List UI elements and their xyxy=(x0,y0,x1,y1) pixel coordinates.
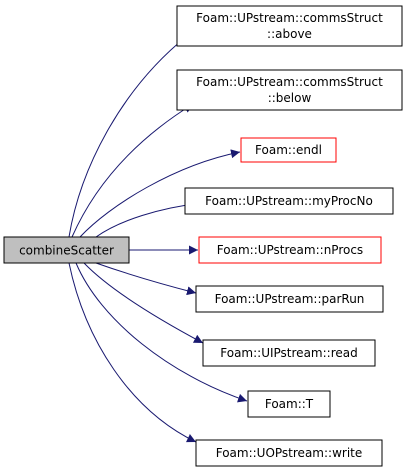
root-node-box xyxy=(3,236,130,264)
edge-to-t xyxy=(75,262,248,403)
node-box xyxy=(195,285,384,313)
node-label-line-1: Foam::UOPstream::write xyxy=(216,446,363,460)
node-label-line-1: Foam::UPstream::commsStruct xyxy=(196,75,383,89)
node-box xyxy=(176,5,403,47)
root-node-label: combineScatter xyxy=(19,244,114,258)
edge-to-commsstruct-above xyxy=(68,35,188,238)
node-nprocs[interactable]: Foam::UPstream::nProcs xyxy=(198,236,382,264)
node-box xyxy=(195,439,383,467)
node-myprocno[interactable]: Foam::UPstream::myProcNo xyxy=(184,187,394,215)
node-box xyxy=(202,339,376,367)
node-label-line-2: ::above xyxy=(267,27,312,41)
node-parrun[interactable]: Foam::UPstream::parRun xyxy=(195,285,384,313)
node-label-line-1: Foam::UIPstream::read xyxy=(220,346,357,360)
node-box xyxy=(198,236,382,264)
node-uopstream-write[interactable]: Foam::UOPstream::write xyxy=(195,439,383,467)
edge-to-read xyxy=(83,262,204,344)
node-commsstruct-above[interactable]: Foam::UPstream::commsStruct ::above xyxy=(176,5,403,47)
edge-to-write xyxy=(68,262,197,443)
edge-to-parrun xyxy=(95,262,197,296)
node-box xyxy=(247,390,331,418)
edge-to-commsstruct-below xyxy=(71,103,194,238)
node-label-line-1: Foam::UPstream::nProcs xyxy=(217,243,363,257)
call-edges xyxy=(68,35,248,443)
node-box xyxy=(176,69,403,111)
node-t[interactable]: Foam::T xyxy=(247,390,331,418)
node-label-line-2: ::below xyxy=(268,91,312,105)
node-label-line-1: Foam::UPstream::myProcNo xyxy=(205,194,373,208)
edge-to-endl xyxy=(79,149,241,238)
node-label-line-1: Foam::T xyxy=(265,397,314,411)
root-node-combinescatter[interactable]: combineScatter xyxy=(3,236,130,264)
node-box xyxy=(184,187,394,215)
node-endl[interactable]: Foam::endl xyxy=(240,137,337,163)
node-uipstream-read[interactable]: Foam::UIPstream::read xyxy=(202,339,376,367)
node-label-line-1: Foam::UPstream::parRun xyxy=(215,292,365,306)
node-box xyxy=(240,137,337,163)
node-label-line-1: Foam::UPstream::commsStruct xyxy=(196,11,383,25)
node-commsstruct-below[interactable]: Foam::UPstream::commsStruct ::below xyxy=(176,69,403,111)
node-label-line-1: Foam::endl xyxy=(255,143,322,157)
